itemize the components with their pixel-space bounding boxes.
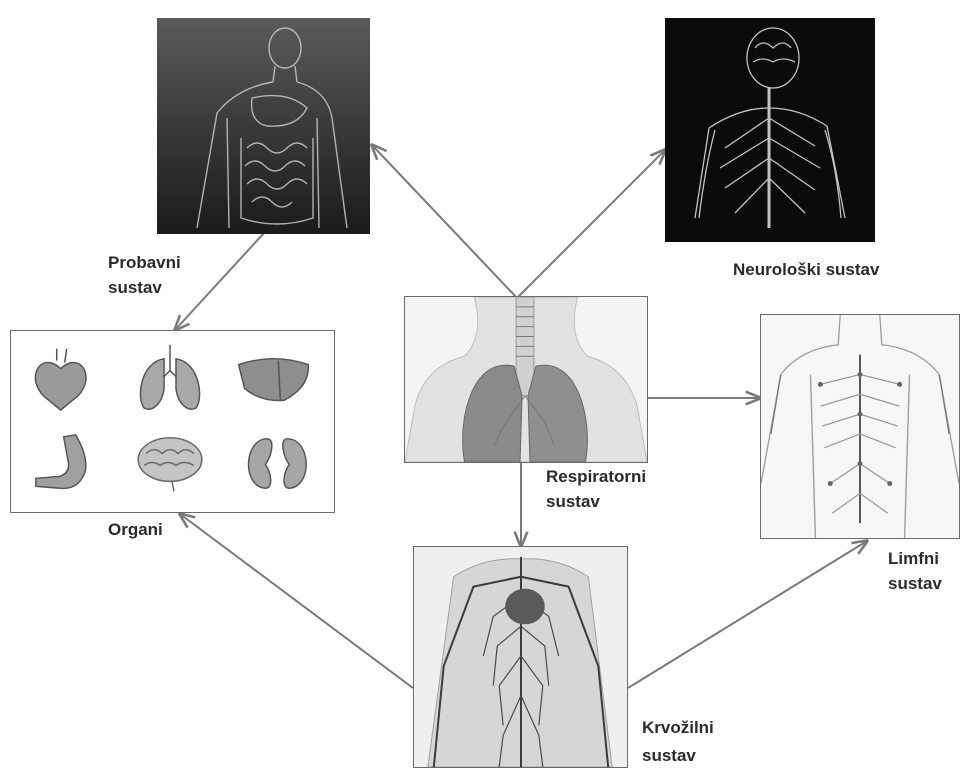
organs-panel xyxy=(10,330,335,513)
lymphatic-system-icon xyxy=(761,315,959,538)
digestive-system-image xyxy=(157,18,370,234)
arrow-probavni-to-organi xyxy=(175,233,264,330)
arrow-respiratorni-to-neuroloski xyxy=(517,150,665,298)
circulatory-system-image xyxy=(413,546,628,768)
nervous-system-icon xyxy=(665,18,875,242)
label-probavni-sustav: Probavni sustav xyxy=(108,250,181,300)
arrow-krvozilni-to-limfni xyxy=(628,541,867,688)
label-organi: Organi xyxy=(108,517,163,542)
arrow-krvozilni-to-organi xyxy=(180,514,413,688)
arrow-respiratorni-to-probavni xyxy=(372,145,517,298)
respiratory-system-image xyxy=(404,296,648,463)
label-krvozilni-sustav: Krvožilni sustav xyxy=(642,714,714,770)
label-limfni-sustav: Limfni sustav xyxy=(888,546,942,596)
lungs-icon xyxy=(405,297,647,462)
lymphatic-system-image xyxy=(760,314,960,539)
nervous-system-image xyxy=(665,18,875,242)
circulatory-system-icon xyxy=(414,547,627,767)
digestive-system-icon xyxy=(157,18,370,234)
label-respiratorni-sustav: Respiratorni sustav xyxy=(546,464,646,514)
label-neuroloski-sustav: Neurološki sustav xyxy=(733,257,879,282)
organs-grid-icon xyxy=(11,331,334,512)
